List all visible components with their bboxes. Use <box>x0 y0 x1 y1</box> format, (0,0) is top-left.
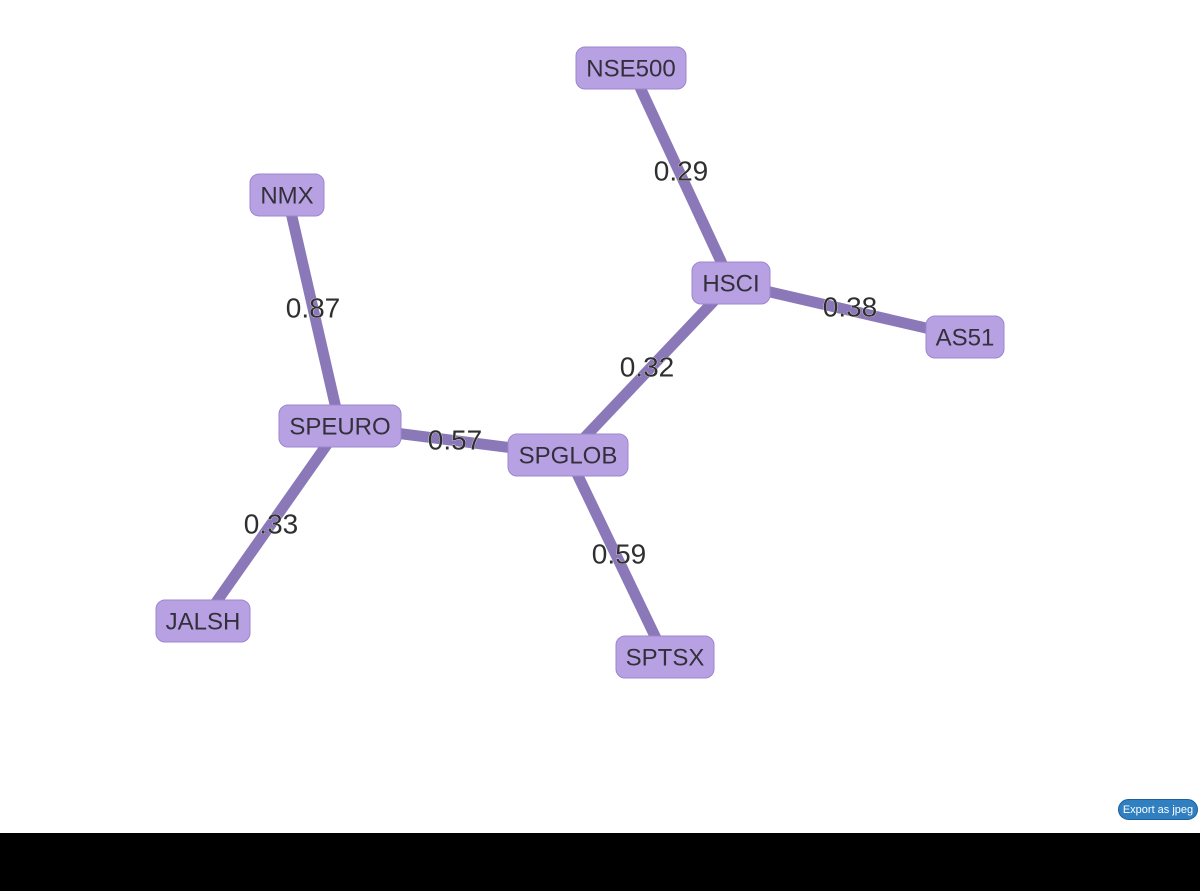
node-hsci[interactable]: HSCI <box>691 261 771 305</box>
node-box <box>615 635 715 679</box>
node-box <box>278 404 402 448</box>
node-sptsx[interactable]: SPTSX <box>615 635 715 679</box>
node-nse500[interactable]: NSE500 <box>575 46 687 90</box>
node-label: NMX <box>260 183 313 210</box>
edge-label-speuro-jalsh: 0.33 <box>244 509 299 540</box>
edge-spglob-sptsx <box>563 452 670 660</box>
export-jpeg-button[interactable]: Export as jpeg <box>1118 799 1198 820</box>
node-label: SPEURO <box>289 414 390 441</box>
edge-nse500-hsci <box>626 65 736 286</box>
edge-label-hsci-as51: 0.38 <box>823 292 878 323</box>
edge-speuro-jalsh <box>198 422 345 625</box>
node-spglob[interactable]: SPGLOB <box>507 433 629 477</box>
node-nmx[interactable]: NMX <box>249 173 325 217</box>
node-box <box>155 599 251 643</box>
node-jalsh[interactable]: JALSH <box>155 599 251 643</box>
node-label: SPTSX <box>626 645 705 672</box>
node-label: JALSH <box>166 609 241 636</box>
edges-layer <box>198 65 967 660</box>
edge-nmx-speuro <box>281 193 346 428</box>
node-box <box>691 261 771 305</box>
node-speuro[interactable]: SPEURO <box>278 404 402 448</box>
edge-labels-layer: 0.29 0.87 0.38 0.32 0.57 0.33 0.59 <box>243 155 878 570</box>
edge-label-spglob-sptsx: 0.59 <box>592 539 647 570</box>
node-as51[interactable]: AS51 <box>925 315 1005 359</box>
node-box <box>575 46 687 90</box>
footer-bar <box>0 833 1200 891</box>
edge-label-spglob-hsci: 0.32 <box>620 352 675 383</box>
node-label: SPGLOB <box>519 443 618 470</box>
node-box <box>925 315 1005 359</box>
node-label: HSCI <box>702 271 759 298</box>
edge-spglob-hsci <box>564 279 735 459</box>
node-label: NSE500 <box>586 56 675 83</box>
node-box <box>507 433 629 477</box>
edge-label-speuro-spglob: 0.57 <box>428 425 483 456</box>
edge-label-nmx-speuro: 0.87 <box>286 293 341 324</box>
edge-label-nse500-hsci: 0.29 <box>654 156 709 187</box>
node-box <box>249 173 325 217</box>
node-label: AS51 <box>936 325 995 352</box>
